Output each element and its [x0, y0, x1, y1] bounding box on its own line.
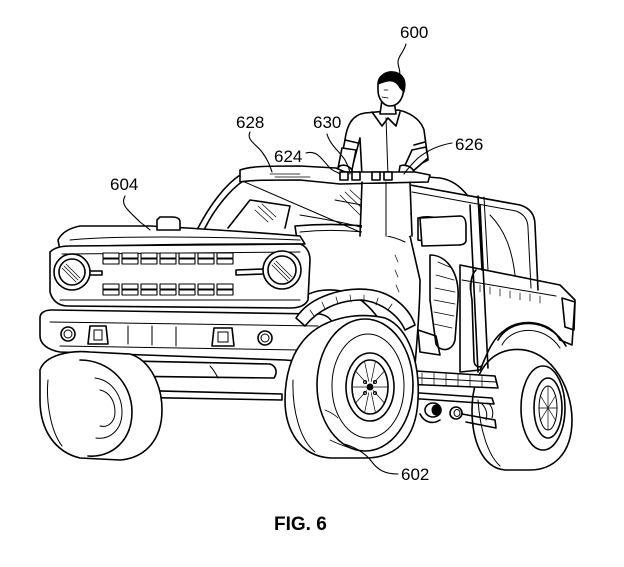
rear-wheel — [471, 348, 573, 471]
roll-cage — [409, 184, 539, 373]
grille-slot — [216, 283, 234, 290]
grille-slot — [140, 289, 158, 296]
grille-slots-upper — [102, 252, 234, 265]
wheel-spoke — [372, 371, 385, 384]
ref-602: 602 — [401, 465, 429, 484]
leader-604 — [122, 195, 151, 231]
grille-slot — [178, 258, 196, 265]
grille-slot — [197, 252, 215, 259]
grille-slot — [216, 252, 234, 259]
grille-slot — [102, 283, 120, 290]
side-step — [399, 369, 499, 429]
leader-600 — [397, 43, 407, 79]
ref-628: 628 — [236, 113, 264, 132]
leader-628 — [248, 131, 273, 173]
leader-lines — [122, 43, 453, 475]
grille-slot — [159, 258, 177, 265]
grille-slot — [197, 283, 215, 290]
grille-slot — [216, 289, 234, 296]
grille-slot — [121, 283, 139, 290]
grille-slot — [159, 289, 177, 296]
headlight-right — [262, 250, 302, 290]
wheel-spoke — [364, 361, 370, 382]
front-right-wheel — [284, 288, 420, 459]
grille-slot — [140, 283, 158, 290]
grille-slot — [197, 258, 215, 265]
grille-slot — [178, 252, 196, 259]
grille-slot — [121, 258, 139, 265]
interior-seat — [417, 215, 467, 356]
grille-slot — [121, 252, 139, 259]
ref-626: 626 — [455, 135, 483, 154]
grille-slot — [102, 252, 120, 259]
headlight-left — [53, 253, 91, 291]
wheel-spoke — [364, 392, 370, 413]
wheel-spoke — [370, 392, 376, 413]
grille-slot — [159, 252, 177, 259]
front-left-wheel — [39, 350, 163, 461]
grille-slots-lower — [102, 283, 234, 296]
grille-slot — [140, 258, 158, 265]
leader-626 — [403, 142, 453, 175]
leader-602 — [343, 443, 399, 475]
ref-630: 630 — [313, 113, 341, 132]
grille-slot — [121, 289, 139, 296]
ref-604: 604 — [110, 175, 138, 194]
grille-slot — [140, 252, 158, 259]
wheel-spoke — [355, 390, 368, 403]
figure-caption: FIG. 6 — [274, 514, 327, 535]
grille-slot — [197, 289, 215, 296]
grille-slot — [178, 283, 196, 290]
grab-handles — [339, 171, 393, 181]
ref-624: 624 — [274, 147, 302, 166]
grille-slot — [178, 289, 196, 296]
rear-body — [459, 264, 576, 373]
grille-slot — [102, 289, 120, 296]
roof-header — [239, 165, 431, 237]
grille — [49, 243, 311, 309]
grille-slot — [159, 283, 177, 290]
grille-slot — [102, 258, 120, 265]
wheel-spoke — [372, 390, 385, 403]
wheel-spoke — [355, 371, 368, 384]
grille-slot — [216, 258, 234, 265]
wheel-spokes — [352, 361, 388, 413]
leader-630 — [326, 133, 351, 175]
leader-624 — [305, 151, 341, 175]
ref-600: 600 — [400, 23, 428, 42]
wheel-spoke — [370, 361, 376, 382]
